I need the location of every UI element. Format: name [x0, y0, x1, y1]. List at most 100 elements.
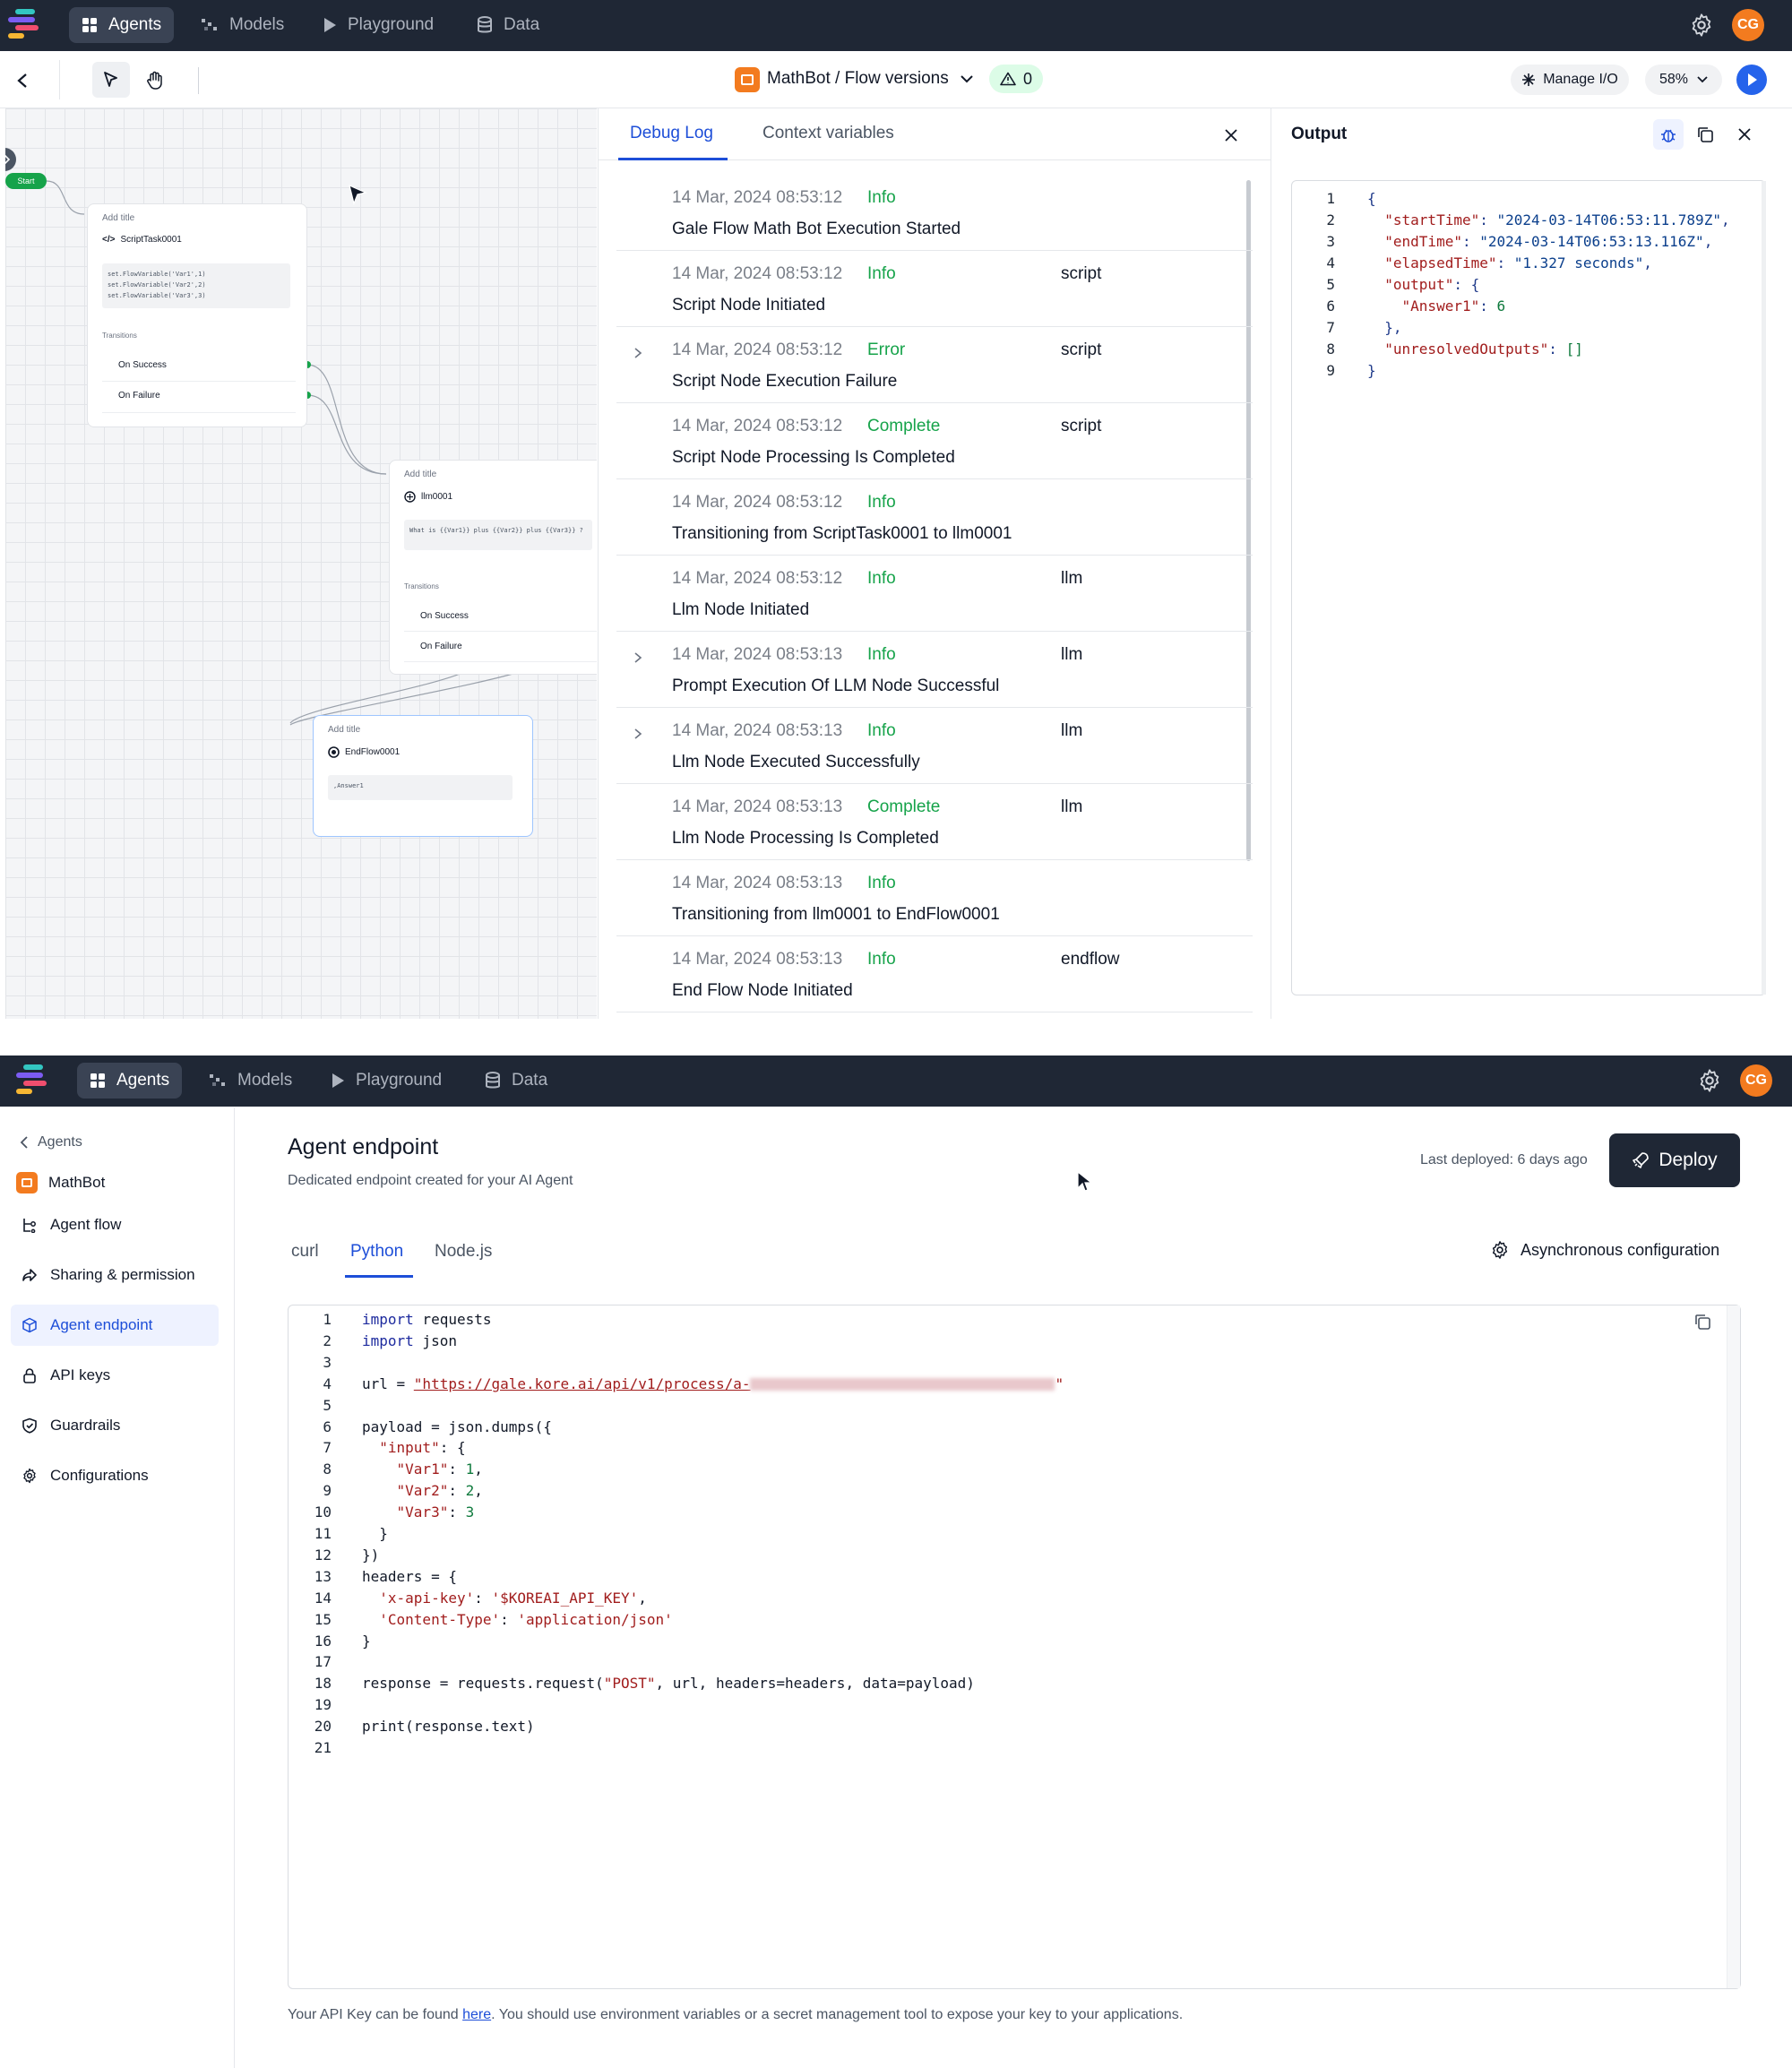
flow-canvas[interactable]: Start Add title </> ScriptTask0001 set.F…: [5, 108, 597, 1019]
log-timestamp: 14 Mar, 2024 08:53:12: [672, 417, 843, 435]
copy-icon[interactable]: [1693, 1313, 1711, 1331]
on-failure-transition[interactable]: On Failure: [118, 391, 160, 401]
log-message: Script Node Execution Failure: [672, 372, 898, 391]
toolbar-divider: [59, 60, 60, 99]
nav-tab-agents[interactable]: Agents: [77, 1063, 183, 1099]
api-key-link[interactable]: here: [462, 2007, 492, 2022]
chevron-right-icon[interactable]: [633, 347, 643, 358]
manage-io-button[interactable]: Manage I/O: [1511, 65, 1629, 95]
scrollbar[interactable]: [1762, 181, 1766, 995]
code-line: headers = {: [362, 1567, 457, 1585]
code-line: }: [362, 1632, 371, 1650]
top-nav-bar: Agents Models Playground Data CG: [0, 1056, 1792, 1107]
expand-panel-toggle[interactable]: [5, 148, 16, 171]
app-logo[interactable]: [8, 9, 42, 39]
sidebar-item-configurations[interactable]: Configurations: [11, 1455, 219, 1496]
log-timestamp: 14 Mar, 2024 08:53:13: [672, 797, 843, 816]
copy-icon[interactable]: [1696, 125, 1714, 143]
scrollbar[interactable]: [1727, 1305, 1740, 1988]
nav-tab-playground[interactable]: Playground: [310, 7, 446, 43]
zoom-selector[interactable]: 58%: [1645, 65, 1722, 95]
on-success-transition[interactable]: On Success: [118, 360, 167, 370]
rocket-icon: [1633, 1152, 1650, 1168]
hand-pan-icon[interactable]: [146, 71, 164, 90]
line-number: 14: [314, 1589, 332, 1607]
output-json-editor[interactable]: 1{2 "startTime": "2024-03-14T06:53:11.78…: [1291, 180, 1766, 995]
scrollbar[interactable]: [1246, 180, 1251, 861]
line-number: 17: [314, 1653, 332, 1671]
string-quote: ": [1055, 1374, 1064, 1392]
on-failure-transition[interactable]: On Failure: [420, 642, 462, 651]
line-number: 13: [314, 1567, 332, 1585]
nav-tab-label: Models: [237, 1071, 293, 1090]
user-avatar[interactable]: CG: [1740, 1064, 1772, 1097]
llm-node[interactable]: Add title llm0001 What is {{Var1}} plus …: [389, 460, 597, 675]
warnings-badge[interactable]: 0: [989, 65, 1043, 93]
node-name-label: llm0001: [421, 492, 453, 502]
nav-tab-data[interactable]: Data: [472, 1063, 560, 1099]
tab-curl[interactable]: curl: [291, 1242, 319, 1261]
log-source: script: [1061, 417, 1102, 435]
chevron-right-icon[interactable]: [633, 651, 643, 663]
log-message: Transitioning from ScriptTask0001 to llm…: [672, 524, 1012, 543]
nav-tab-agents[interactable]: Agents: [69, 7, 175, 43]
async-config-button[interactable]: Asynchronous configuration: [1490, 1240, 1719, 1260]
log-source: endflow: [1061, 950, 1120, 969]
json-line: "endTime": "2024-03-14T06:53:13.116Z",: [1384, 233, 1713, 250]
close-icon[interactable]: [1224, 128, 1238, 142]
chevron-right-icon[interactable]: [633, 728, 643, 739]
run-flow-button[interactable]: [1736, 65, 1767, 95]
divider: [102, 412, 296, 413]
code-line: import requests: [362, 1311, 492, 1328]
line-number: 2: [1326, 211, 1335, 228]
log-source: script: [1061, 264, 1102, 283]
log-message: Script Node Processing Is Completed: [672, 448, 955, 467]
log-timestamp: 14 Mar, 2024 08:53:13: [672, 721, 843, 740]
tab-debug-log[interactable]: Debug Log: [630, 124, 713, 142]
line-number: 4: [1326, 254, 1335, 271]
tab-python[interactable]: Python: [350, 1242, 404, 1261]
nav-tab-models[interactable]: Models: [196, 1063, 305, 1099]
redacted-url-segment: [750, 1378, 1055, 1392]
log-level: Complete: [867, 417, 941, 435]
app-logo[interactable]: [16, 1064, 50, 1095]
line-number: 18: [314, 1675, 332, 1693]
nav-tab-playground[interactable]: Playground: [318, 1063, 454, 1099]
nav-tab-data[interactable]: Data: [464, 7, 552, 43]
on-success-transition[interactable]: On Success: [420, 611, 469, 621]
bug-icon: [1661, 129, 1676, 142]
close-icon[interactable]: [1737, 127, 1752, 142]
code-line: import json: [362, 1331, 457, 1349]
end-node[interactable]: Add title EndFlow0001 ,Answer1: [313, 715, 533, 837]
back-to-agents-link[interactable]: Agents: [20, 1134, 82, 1150]
settings-gear-icon[interactable]: [1697, 1068, 1722, 1093]
line-number: 1: [323, 1311, 332, 1328]
sidebar-item-agent-endpoint[interactable]: Agent endpoint: [11, 1305, 219, 1346]
settings-gear-icon[interactable]: [1689, 13, 1714, 38]
code-line: 'x-api-key': '$KOREAI_API_KEY',: [379, 1589, 647, 1607]
back-chevron-icon[interactable]: [16, 73, 29, 89]
tab-nodejs[interactable]: Node.js: [435, 1242, 493, 1261]
sidebar-item-guardrails[interactable]: Guardrails: [11, 1405, 219, 1446]
nav-tab-models[interactable]: Models: [188, 7, 297, 43]
sidebar-item-api-keys[interactable]: API keys: [11, 1355, 219, 1396]
nav-tab-label: Data: [512, 1071, 548, 1090]
start-node[interactable]: Start: [5, 173, 47, 189]
flow-version-selector[interactable]: MathBot / Flow versions: [767, 69, 974, 89]
sidebar-item-label: Configurations: [50, 1467, 149, 1484]
sidebar-item-agent-flow[interactable]: Agent flow: [11, 1204, 219, 1245]
tab-context-variables[interactable]: Context variables: [762, 124, 894, 142]
debug-toggle-button[interactable]: [1653, 119, 1684, 150]
deploy-button[interactable]: Deploy: [1609, 1133, 1740, 1187]
select-tool-button[interactable]: [92, 62, 130, 98]
script-node[interactable]: Add title </> ScriptTask0001 set.FlowVar…: [87, 203, 307, 427]
sidebar-item-sharing-permission[interactable]: Sharing & permission: [11, 1254, 219, 1296]
user-avatar[interactable]: CG: [1732, 9, 1764, 41]
